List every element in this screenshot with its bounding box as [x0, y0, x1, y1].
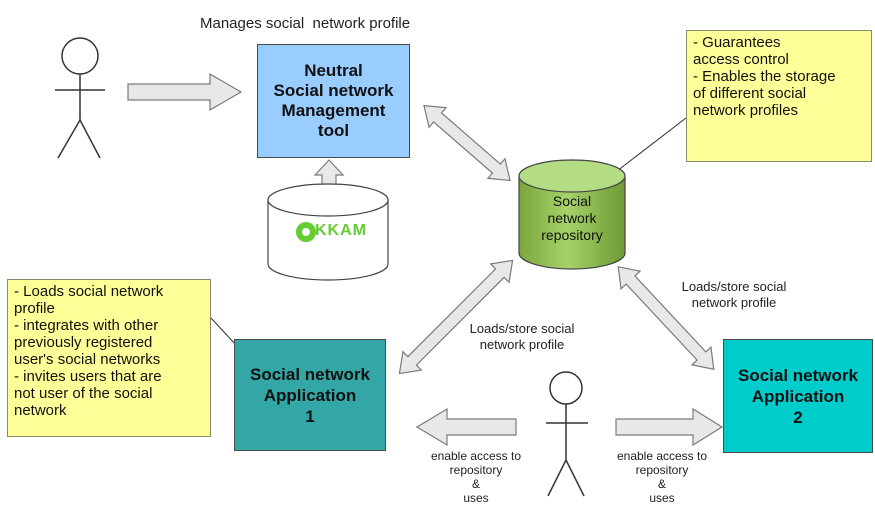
- management-tool-label: Neutral Social network Management tool: [273, 61, 394, 140]
- okkam-logo-mark: [296, 222, 316, 242]
- user-figure-bottom: [546, 371, 588, 497]
- arrow-user-to-app2: [615, 407, 724, 447]
- arrow-user-to-tool: [127, 72, 243, 112]
- okkam-cylinder: [267, 183, 389, 281]
- arrow-user-to-app1: [415, 407, 517, 447]
- arrow-repository-app1: [398, 259, 514, 375]
- repository-cylinder: [518, 159, 626, 270]
- header-label: Manages social network profile: [200, 15, 411, 32]
- arrow-repository-app2: [617, 266, 715, 370]
- loads-store-right-label: Loads/store social network profile: [681, 279, 787, 310]
- loads-store-left-label: Loads/store social network profile: [469, 321, 575, 352]
- arrow-tool-repository: [423, 104, 511, 182]
- app2-box: Social network Application 2: [723, 339, 873, 453]
- repository-label: Social network repository: [541, 193, 603, 243]
- user-figure-top: [55, 37, 105, 159]
- enable-access-left-label: enable access to repository & uses: [430, 449, 522, 505]
- management-tool-box: Neutral Social network Management tool: [257, 44, 410, 158]
- note-repository: - Guarantees access control - Enables th…: [686, 30, 872, 162]
- app1-label: Social network Application 1: [250, 364, 370, 426]
- app1-box: Social network Application 1: [234, 339, 386, 451]
- note-app1-connector: [210, 317, 237, 346]
- app2-label: Social network Application 2: [738, 365, 858, 427]
- okkam-logo-text: KKAM: [315, 222, 367, 239]
- note-app1: - Loads social network profile - integra…: [7, 279, 211, 437]
- enable-access-right-label: enable access to repository & uses: [616, 449, 708, 505]
